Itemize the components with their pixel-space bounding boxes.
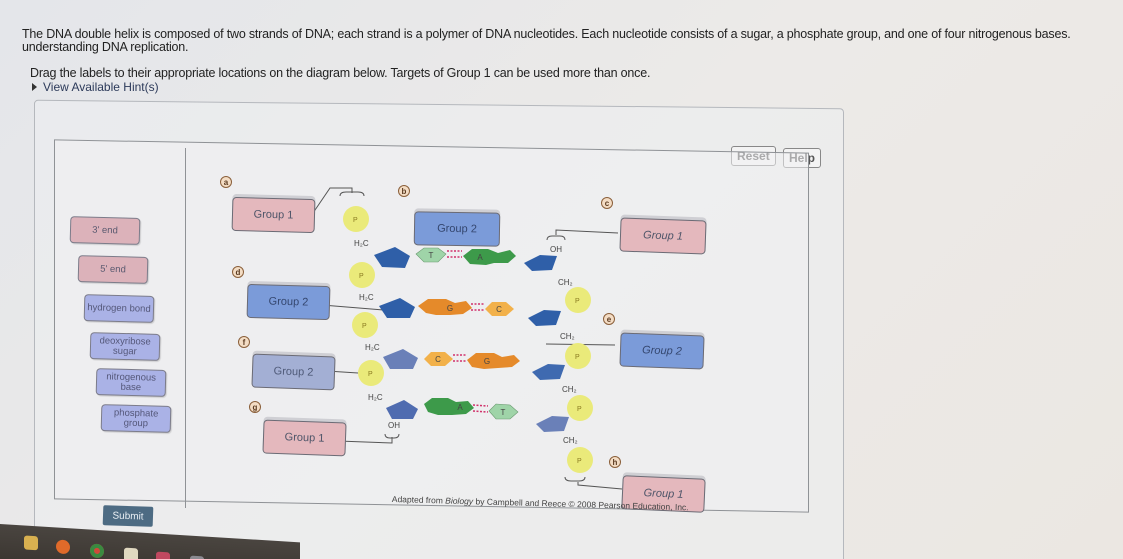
adenine-base-icon [463,249,516,265]
svg-text:CH₂: CH₂ [558,278,573,287]
svg-text:P: P [577,406,582,413]
target-badge-f: f [238,336,250,348]
svg-text:G: G [447,304,453,313]
deoxyribose-sugar-icon [383,349,418,369]
drop-target-d[interactable]: Group 2 [246,283,331,321]
deoxyribose-sugar-icon [386,400,418,419]
target-badge-d: d [232,266,244,278]
target-badge-h: h [609,456,621,468]
svg-text:A: A [457,403,463,412]
svg-text:OH: OH [550,245,562,254]
deoxyribose-sugar-icon [379,298,415,318]
intro-line-2: understanding DNA replication. [22,40,189,54]
svg-text:CH₂: CH₂ [562,385,577,394]
svg-text:T: T [501,408,506,417]
thymine-base-icon [488,403,519,420]
home-icon[interactable] [124,547,138,559]
drop-target-e[interactable]: Group 2 [619,332,705,370]
label-bank [54,148,186,508]
svg-text:P: P [362,323,367,330]
cytosine-base-icon [485,302,514,316]
media-player-icon[interactable] [156,551,170,559]
target-badge-b: b [398,185,410,197]
adenine-base-icon [424,398,474,415]
phosphate-group-icon [567,447,593,473]
svg-text:G: G [484,357,490,366]
target-badge-a: a [220,176,232,188]
right-strand: P P P P OH CH₂ CH₂ CH₂ CH₂ [524,245,593,473]
deoxyribose-sugar-icon [524,255,557,271]
svg-text:P: P [575,354,580,361]
drop-target-b[interactable]: Group 2 [413,211,501,247]
phosphate-group-icon [565,287,591,313]
base-pairs: T A G C C G A T [415,247,520,420]
svg-text:A: A [477,253,483,262]
instruction-text: Drag the labels to their appropriate loc… [30,66,651,80]
target-badge-g: g [249,401,261,413]
target-badge-e: e [603,313,615,325]
target-badge-c: c [601,197,613,209]
phosphate-group-icon [352,312,378,338]
cytosine-base-icon [424,352,453,366]
submit-button[interactable]: Submit [102,505,154,527]
svg-text:P: P [577,458,582,465]
svg-text:C: C [435,355,441,364]
svg-text:P: P [575,298,580,305]
guanine-base-icon [467,353,520,369]
svg-text:P: P [368,371,373,378]
question-intro: The DNA double helix is composed of two … [22,28,1122,54]
deoxyribose-sugar-icon [532,364,565,380]
drop-target-a[interactable]: Group 1 [231,196,316,234]
intro-line-1: The DNA double helix is composed of two … [22,27,1071,41]
svg-text:H₂C: H₂C [354,239,369,248]
phosphate-group-icon [567,395,593,421]
app-icon[interactable] [190,555,204,559]
hints-label: View Available Hint(s) [43,80,159,94]
expand-triangle-icon [32,83,37,91]
phosphate-group-icon [565,343,591,369]
svg-text:CH₂: CH₂ [563,436,578,445]
deoxyribose-sugar-icon [536,416,569,432]
chrome-icon[interactable] [90,543,104,559]
deoxyribose-sugar-icon [374,247,410,268]
svg-text:H₂C: H₂C [365,343,380,352]
svg-text:T: T [429,251,434,260]
svg-text:P: P [359,273,364,280]
svg-text:CH₂: CH₂ [560,332,575,341]
svg-text:H₂C: H₂C [359,293,374,302]
deoxyribose-sugar-icon [528,310,561,326]
drop-target-c[interactable]: Group 1 [619,217,707,255]
svg-text:P: P [353,217,358,224]
phosphate-group-icon [358,360,384,386]
guanine-base-icon [418,299,472,315]
phosphate-group-icon [349,262,375,288]
left-strand: P P P P H₂C H₂C H₂C H₂C OH [343,206,418,430]
drop-target-g[interactable]: Group 1 [262,419,347,457]
svg-text:C: C [496,305,502,314]
thymine-base-icon [415,247,447,263]
phosphate-group-icon [343,206,369,232]
svg-text:OH: OH [388,421,400,430]
drop-target-f[interactable]: Group 2 [251,353,336,391]
firefox-icon[interactable] [56,539,70,555]
svg-text:H₂C: H₂C [368,393,383,402]
file-explorer-icon[interactable] [24,535,38,551]
view-hints-toggle[interactable]: View Available Hint(s) [32,80,159,94]
